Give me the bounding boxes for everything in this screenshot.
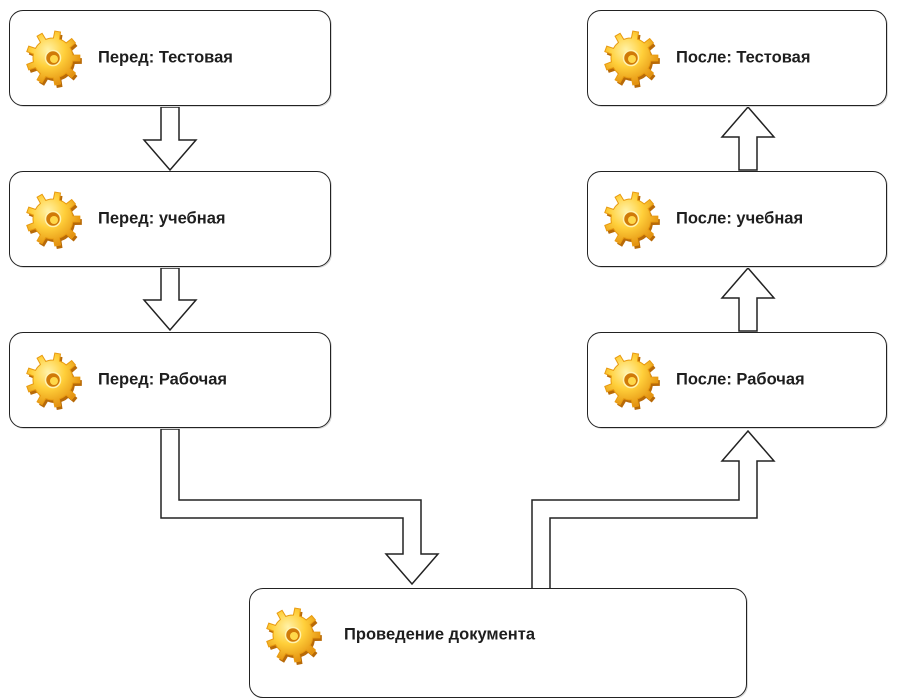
node-label: После: Тестовая [676, 48, 811, 67]
node-after-working: После: Рабочая [587, 332, 887, 428]
node-label: После: Рабочая [676, 370, 805, 389]
node-before-working: Перед: Рабочая [9, 332, 331, 428]
node-label: Перед: учебная [98, 209, 226, 228]
node-document-posting: Проведение документа [249, 588, 747, 698]
arrow-after-training-to-test [720, 105, 776, 171]
gear-icon [604, 30, 660, 88]
arrow-after-working-to-training [720, 266, 776, 332]
node-before-training: Перед: учебная [9, 171, 331, 267]
node-before-test: Перед: Тестовая [9, 10, 331, 106]
node-after-test: После: Тестовая [587, 10, 887, 106]
gear-icon [604, 191, 660, 249]
gear-icon [604, 352, 660, 410]
node-label: После: учебная [676, 209, 804, 228]
gear-icon [26, 30, 82, 88]
node-label: Перед: Рабочая [98, 370, 228, 389]
flow-arrows [142, 105, 776, 590]
arrow-before-training-to-working [142, 267, 198, 332]
gear-icon [266, 607, 322, 665]
arrow-document-to-after-working [531, 429, 776, 590]
node-label: Перед: Тестовая [98, 48, 233, 67]
gear-icon [26, 191, 82, 249]
gear-icon [26, 352, 82, 410]
arrow-before-test-to-training [142, 106, 198, 172]
node-after-training: После: учебная [587, 171, 887, 267]
node-label: Проведение документа [344, 625, 536, 644]
arrow-before-working-to-document [160, 428, 440, 586]
